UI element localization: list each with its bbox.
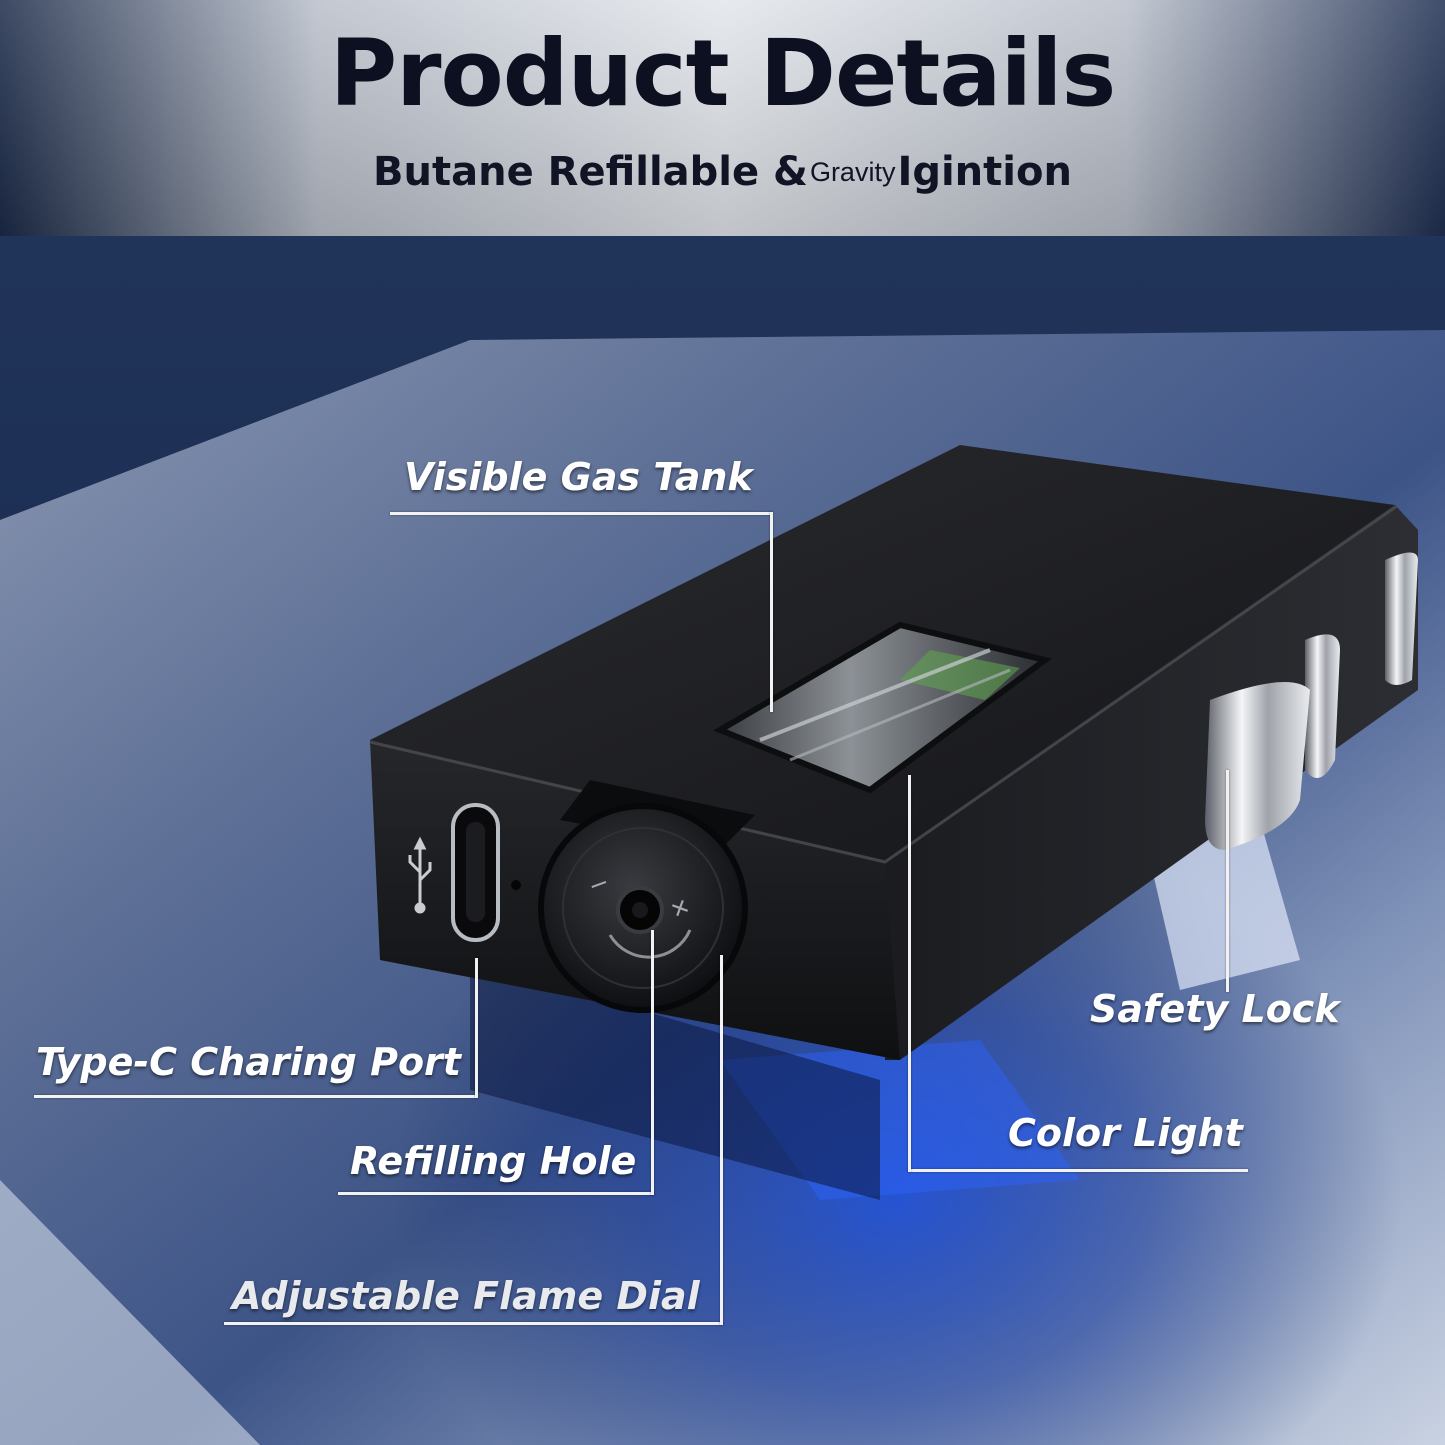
page-subtitle: Butane Refillable &GravityIgintion <box>0 152 1445 192</box>
leader-line-flame-dial-v <box>720 955 723 1325</box>
leader-line-refilling-h <box>338 1192 654 1195</box>
leader-line-flame-dial-h <box>224 1322 723 1325</box>
callout-type-c-port-label: Type-C Charing Port <box>36 1040 461 1084</box>
leader-line-type-c-v <box>475 958 478 1098</box>
leader-line-gas-tank-h <box>390 512 772 515</box>
leader-line-refilling-v <box>651 930 654 1195</box>
leader-line-color-light-v <box>908 775 911 1172</box>
callout-color-light-label: Color Light <box>1008 1111 1243 1155</box>
callout-refilling-hole-label: Refilling Hole <box>350 1139 637 1183</box>
page-title: Product Details <box>329 20 1117 127</box>
leader-line-type-c-h <box>34 1095 478 1098</box>
lighter-device <box>369 445 1418 1060</box>
leader-line-gas-tank-v <box>770 512 773 712</box>
subtitle-part-1: Butane Refillable & <box>373 149 808 195</box>
leader-line-safety-lock-v <box>1226 770 1229 992</box>
usb-icon <box>408 836 432 914</box>
leader-line-color-light-h <box>908 1169 1248 1172</box>
callout-flame-dial-label: Adjustable Flame Dial <box>232 1274 700 1318</box>
callout-safety-lock-label: Safety Lock <box>1090 987 1340 1031</box>
subtitle-part-2: Igintion <box>897 149 1072 195</box>
callout-visible-gas-tank-label: Visible Gas Tank <box>404 455 753 499</box>
header-banner: Product Details Butane Refillable &Gravi… <box>0 0 1445 236</box>
subtitle-small: Gravity <box>809 157 896 187</box>
